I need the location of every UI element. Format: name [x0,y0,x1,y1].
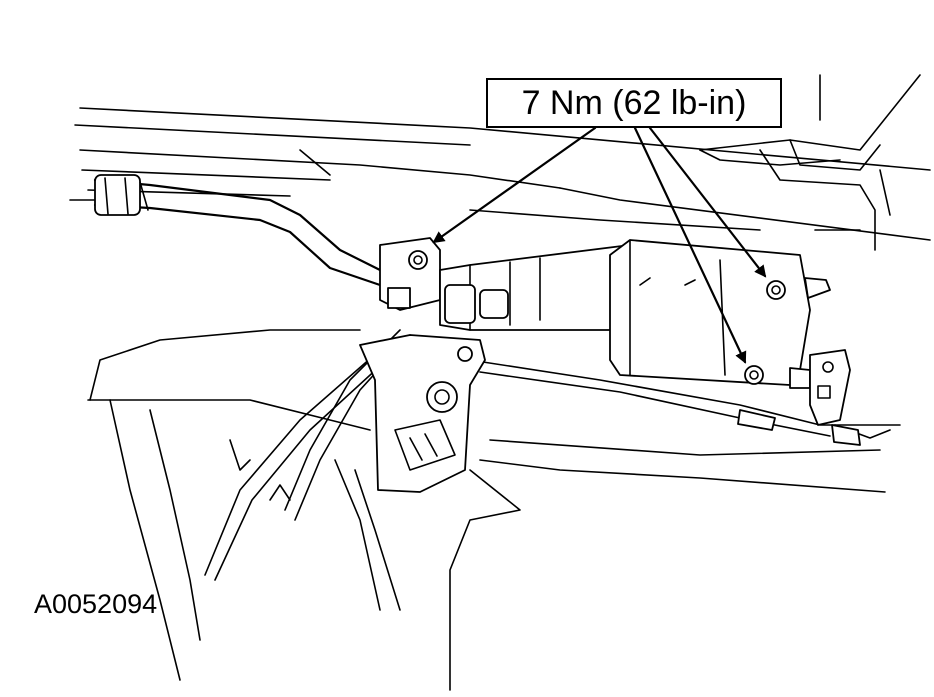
cable-sleeve [737,409,776,431]
lower-bracket [359,334,486,493]
torque-callout-box: 7 Nm (62 lb-in) [486,78,782,128]
figure-code: A0052094 [34,589,158,619]
leader-arrow-upper-right-bolt [648,126,767,278]
lower-right-bolt [744,365,764,385]
door-frame [87,329,886,691]
body-panel-lines [74,107,931,241]
rear-tube [69,174,382,287]
actuator-body [609,239,811,386]
upper-right-bolt [766,280,786,300]
tube-clamp [94,174,141,216]
lower-bracket-bolt [426,381,458,413]
leader-arrow-lower-right-bolt [633,126,747,364]
cable-bundle [204,329,901,581]
leader-arrow-bracket-bolt [432,126,597,244]
torque-spec-label: 7 Nm (62 lb-in) [521,83,747,122]
torque-leaders [432,126,767,364]
motor-connector [479,289,509,319]
motor-end-cap [444,284,476,324]
roof-bracket [699,74,921,251]
bracket-bolt [408,250,428,270]
bracket-tab [387,287,411,309]
switch-bracket [809,349,891,446]
